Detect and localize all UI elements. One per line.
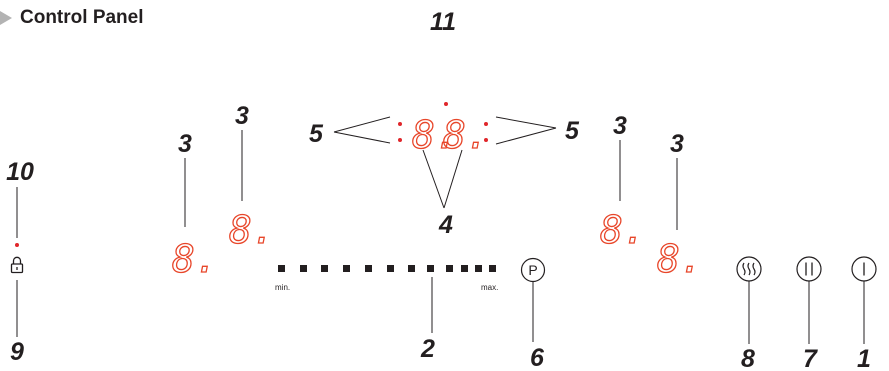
timer-digit-left: 8. <box>412 113 458 157</box>
callout-leader-lines <box>16 116 865 344</box>
zone-display-2: 8. <box>229 208 275 252</box>
zone-display-1: 8. <box>172 237 218 281</box>
pause-icon <box>805 262 813 276</box>
keep-warm-button[interactable] <box>736 256 762 282</box>
slider-step[interactable] <box>300 265 307 272</box>
power-boost-label: P <box>528 262 537 278</box>
lock-icon[interactable] <box>10 256 24 274</box>
callout-8: 8 <box>741 345 755 371</box>
slider-step[interactable] <box>387 265 394 272</box>
callout-1: 1 <box>857 345 871 371</box>
callout-3-zone-3: 3 <box>613 112 627 140</box>
power-level-slider[interactable] <box>278 265 496 272</box>
zone-indicator-dot <box>398 122 402 126</box>
slider-step[interactable] <box>461 265 468 272</box>
callout-2: 2 <box>420 335 435 363</box>
zone-indicator-dot <box>484 138 488 142</box>
zone-display-3: 8. <box>600 208 646 252</box>
callout-4: 4 <box>438 211 453 239</box>
slider-step[interactable] <box>489 265 496 272</box>
slider-step[interactable] <box>278 265 285 272</box>
keep-warm-icon <box>742 262 756 276</box>
callout-5-right: 5 <box>565 117 580 145</box>
slider-step[interactable] <box>321 265 328 272</box>
callout-10: 10 <box>6 158 34 186</box>
callout-9: 9 <box>10 338 24 366</box>
on-off-button[interactable] <box>851 256 877 282</box>
callout-3-zone-4: 3 <box>670 130 684 158</box>
pause-button[interactable] <box>796 256 822 282</box>
slider-step[interactable] <box>475 265 482 272</box>
zone-display-4: 8. <box>657 237 703 281</box>
callout-5-left: 5 <box>309 120 324 148</box>
heading-arrow-icon <box>0 11 12 25</box>
slider-step[interactable] <box>446 265 453 272</box>
callout-7: 7 <box>803 345 818 371</box>
slider-step[interactable] <box>343 265 350 272</box>
callout-3-zone-2: 3 <box>235 102 249 130</box>
lock-indicator-dot <box>15 243 19 247</box>
slider-step[interactable] <box>408 265 415 272</box>
callout-11: 11 <box>430 8 456 36</box>
slider-max-label: max. <box>481 283 498 292</box>
timer-indicator-dot <box>444 102 448 106</box>
timer-digit-right: 8. <box>443 113 489 157</box>
zone-indicator-dot <box>398 138 402 142</box>
power-boost-button[interactable]: P <box>520 257 546 283</box>
callout-6: 6 <box>530 344 545 371</box>
heading-title: Control Panel <box>20 7 144 28</box>
callout-3-zone-1: 3 <box>178 130 192 158</box>
panel-heading: Control Panel <box>0 6 144 30</box>
slider-step[interactable] <box>365 265 372 272</box>
slider-step[interactable] <box>427 265 434 272</box>
slider-min-label: min. <box>275 283 290 292</box>
zone-indicator-dot <box>484 122 488 126</box>
